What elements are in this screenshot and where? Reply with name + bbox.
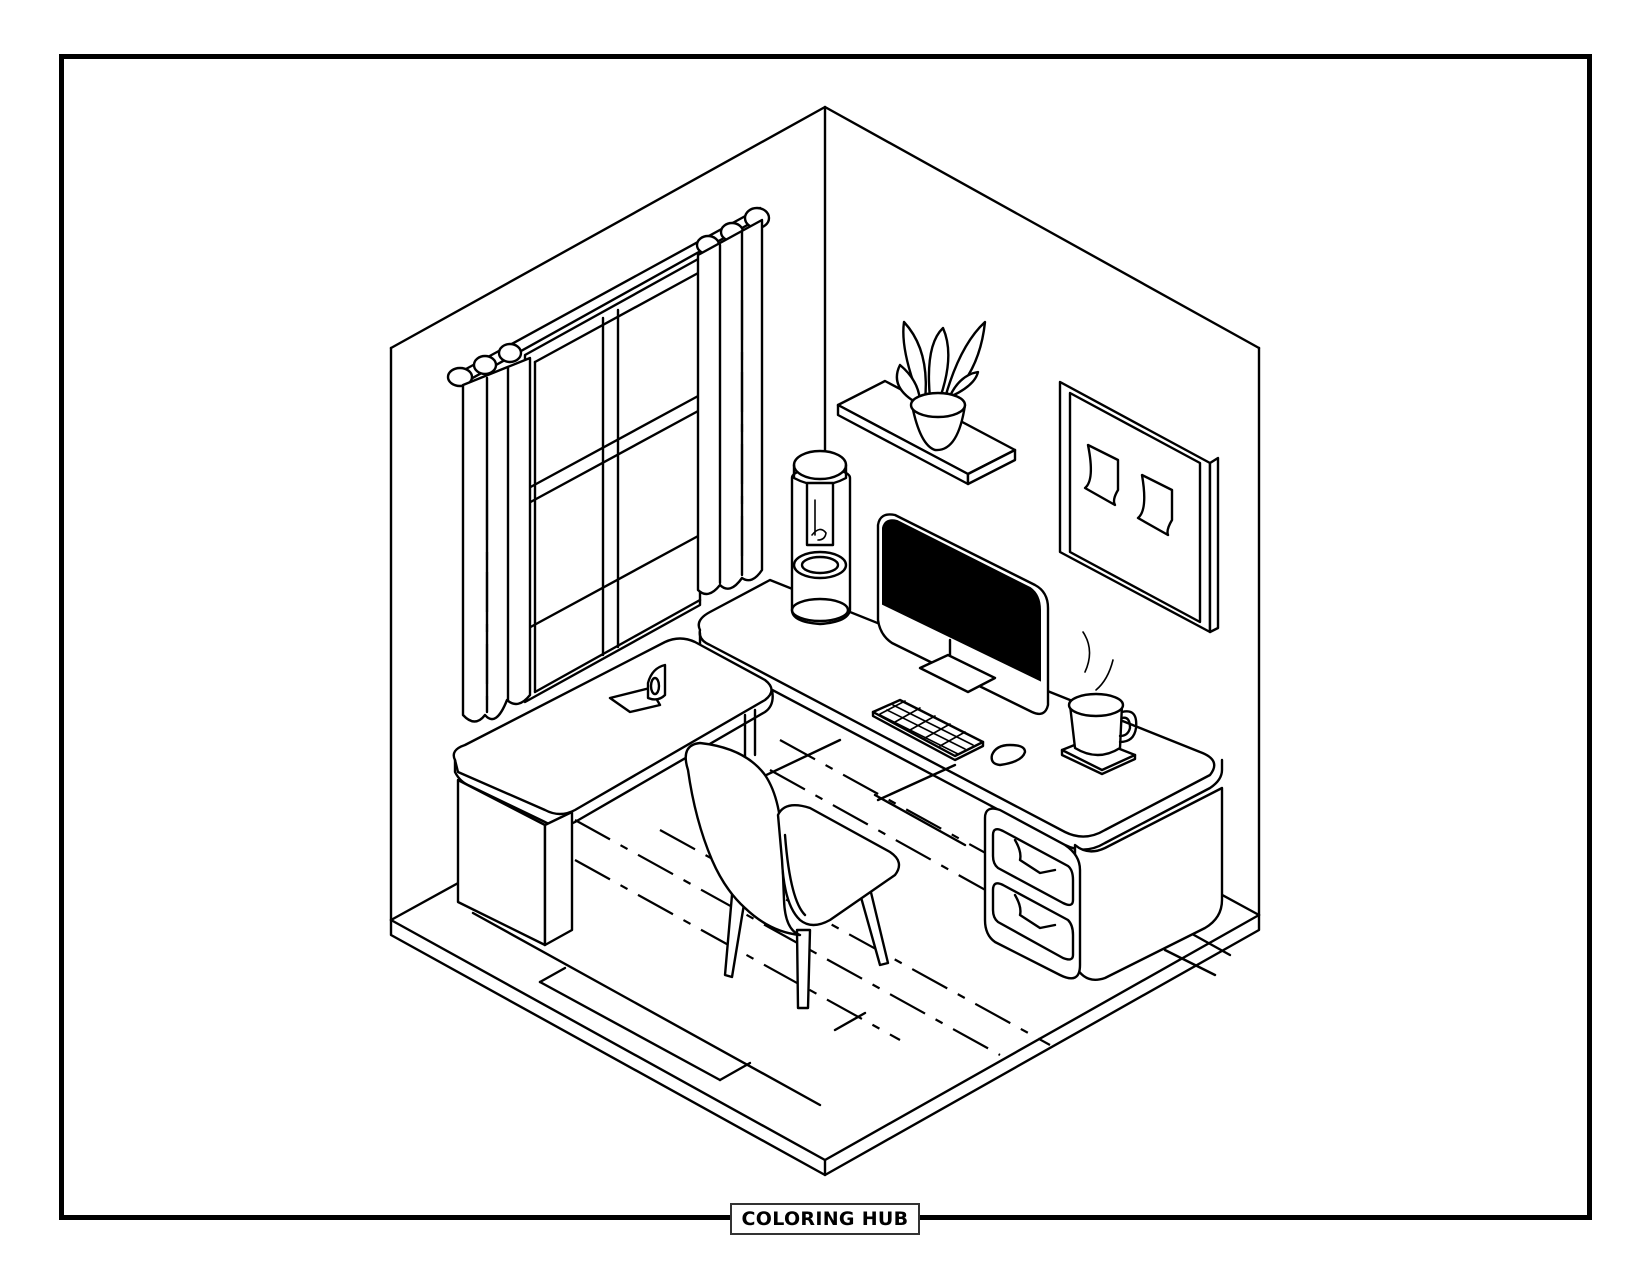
side-desk (452, 637, 774, 947)
monitor-screen (882, 519, 1041, 682)
steam (1082, 631, 1091, 673)
desk-drawer (991, 882, 1075, 961)
potted-plant (895, 320, 987, 452)
chair (684, 741, 901, 1010)
brand-text: COLORING HUB (741, 1208, 909, 1230)
steam (1095, 659, 1114, 691)
lava-lamp (790, 449, 852, 626)
monitor (876, 513, 1050, 716)
curtain-left (461, 356, 532, 723)
l-shaped-desk (697, 578, 1224, 982)
curtain-right (696, 218, 764, 596)
mouse (990, 743, 1027, 767)
sticky-note (1083, 443, 1120, 507)
keyboard (871, 698, 985, 762)
small-device (608, 663, 667, 714)
bulletin-board (1058, 380, 1220, 634)
window (523, 256, 702, 704)
coffee-mug (1060, 631, 1138, 776)
monitor-stand (918, 653, 997, 694)
sticky-note (1136, 473, 1174, 537)
wood-floor (471, 739, 1232, 1107)
brand-label: COLORING HUB (730, 1203, 920, 1235)
